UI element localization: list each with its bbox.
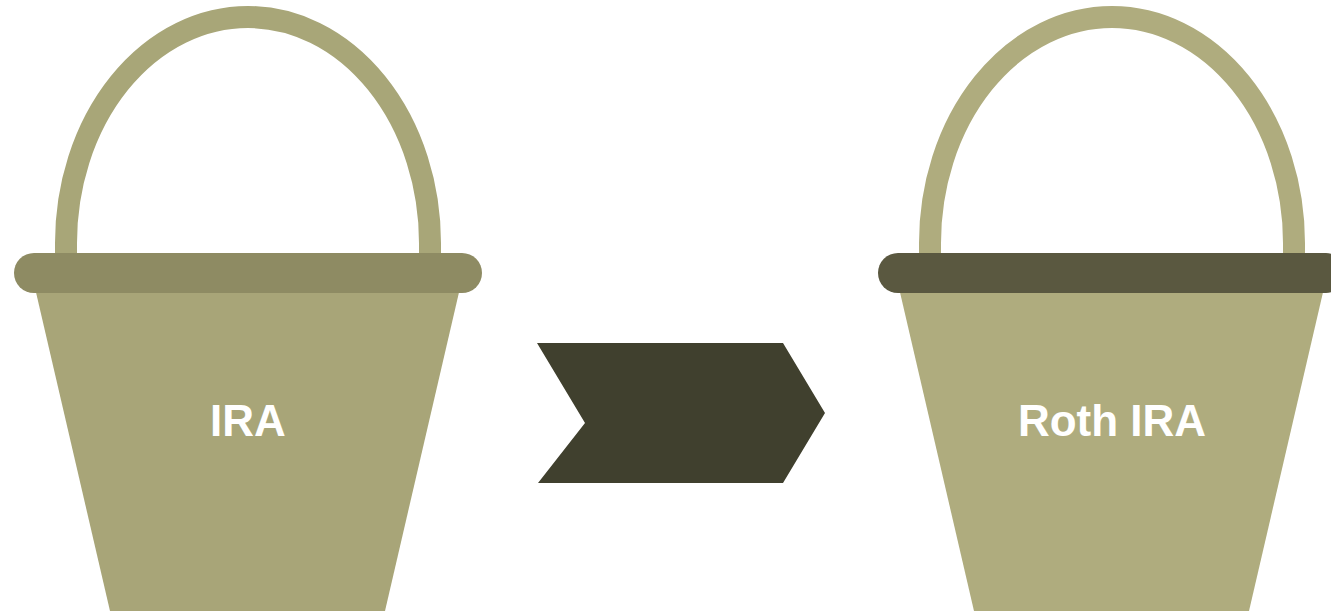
- bucket-label: Roth IRA: [878, 393, 1331, 449]
- bucket-body: [35, 288, 460, 611]
- bucket-handle: [930, 17, 1294, 278]
- chevron-arrow: [537, 343, 825, 483]
- bucket-handle: [66, 17, 430, 278]
- bucket-node: IRA: [14, 8, 482, 611]
- bucket-body: [899, 288, 1324, 611]
- bucket-rim: [14, 253, 482, 293]
- bucket-shape: [14, 8, 482, 611]
- bucket-rim: [878, 253, 1331, 293]
- bucket-label: IRA: [14, 393, 482, 449]
- bucket-shape: [878, 8, 1331, 611]
- bucket-node: Roth IRA: [878, 8, 1331, 611]
